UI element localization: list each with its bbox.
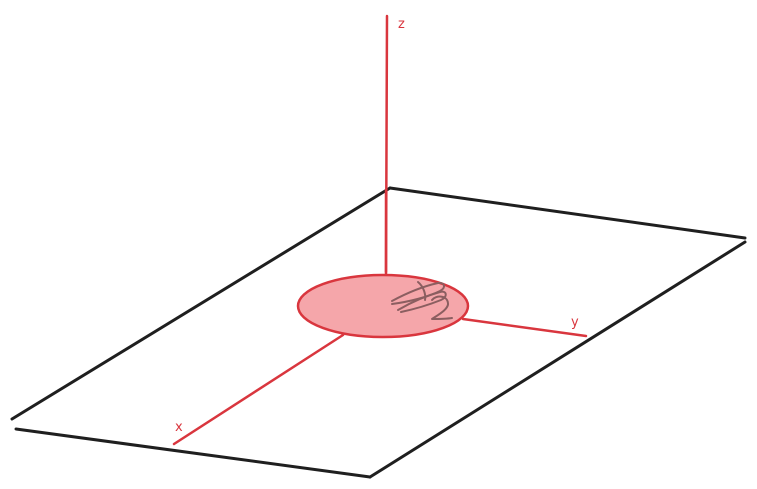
disk-region — [296, 273, 470, 339]
plane-right-edge — [368, 240, 747, 479]
handwritten-scribble — [391, 281, 453, 320]
plane-left-edge — [10, 186, 392, 421]
plane-outline — [10, 186, 747, 479]
plane-back-edge — [388, 186, 747, 240]
y-axis — [461, 317, 588, 338]
y-axis-label: y — [571, 315, 579, 330]
plane-front-edge — [14, 427, 372, 479]
x-axis — [172, 333, 345, 446]
x-axis-label: x — [175, 420, 183, 435]
z-axis-label: z — [398, 17, 405, 32]
